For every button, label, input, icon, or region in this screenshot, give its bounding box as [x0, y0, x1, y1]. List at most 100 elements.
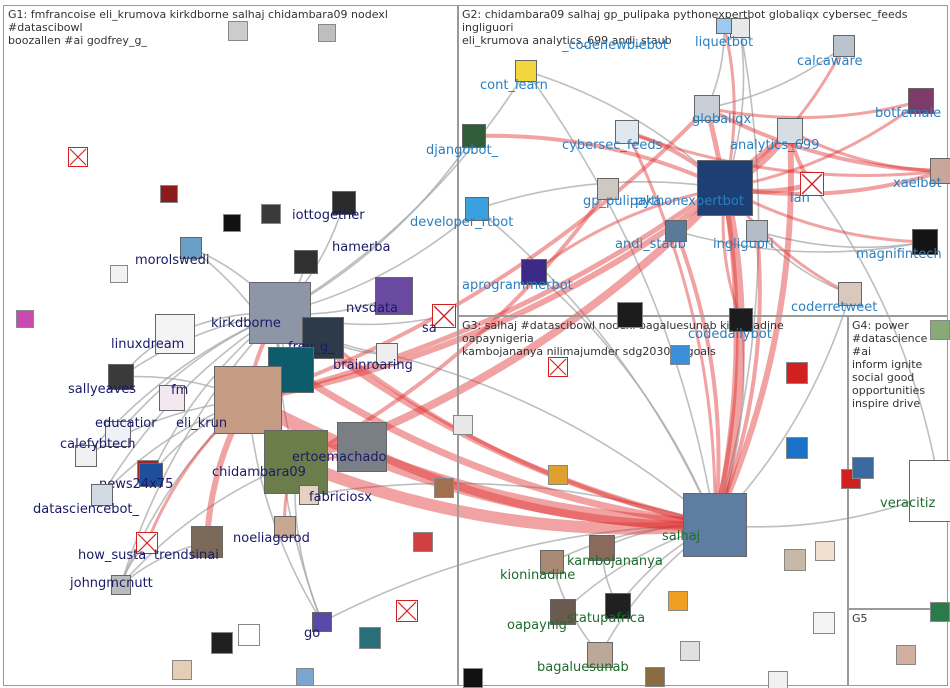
- unlabeled-node-24[interactable]: [852, 457, 874, 479]
- node-coderretweet[interactable]: [838, 282, 862, 306]
- unlabeled-node-22[interactable]: [786, 437, 808, 459]
- avatar-icon: [768, 671, 788, 688]
- unlabeled-node-20[interactable]: [617, 302, 643, 328]
- unlabeled-node-6[interactable]: [110, 265, 128, 283]
- node-analytics_699[interactable]: [777, 118, 803, 144]
- node-trendsinai[interactable]: [191, 526, 223, 558]
- node-pythonexpertbot[interactable]: [697, 160, 753, 216]
- node-hamerba[interactable]: [294, 250, 318, 274]
- unlabeled-node-15[interactable]: [238, 624, 260, 646]
- node-xaelbot[interactable]: [930, 158, 950, 184]
- unlabeled-node-31[interactable]: [930, 602, 950, 622]
- unlabeled-node-5[interactable]: [261, 204, 281, 224]
- avatar-icon: [587, 642, 613, 668]
- unlabeled-node-21[interactable]: [786, 362, 808, 384]
- unlabeled-node-19[interactable]: [670, 345, 690, 365]
- unlabeled-node-26[interactable]: [548, 465, 568, 485]
- avatar-icon: [665, 220, 687, 242]
- avatar-icon: [680, 641, 700, 661]
- avatar-icon: [214, 366, 282, 434]
- unlabeled-node-0[interactable]: [228, 21, 248, 41]
- node-aprogrammerbot[interactable]: [521, 259, 547, 285]
- unlabeled-node-32[interactable]: [896, 645, 916, 665]
- node-bagaluesunab[interactable]: [587, 642, 613, 668]
- node-calcaware[interactable]: [833, 35, 855, 57]
- node-go[interactable]: [312, 612, 332, 632]
- node-brainroaring[interactable]: [376, 343, 398, 365]
- node-kirkdborne[interactable]: [249, 282, 311, 344]
- node-magnifintech[interactable]: [912, 229, 938, 255]
- unlabeled-node-1[interactable]: [318, 24, 336, 42]
- unlabeled-node-16[interactable]: [172, 660, 192, 680]
- unlabeled-node-29[interactable]: [813, 612, 835, 634]
- node-fabriciosx[interactable]: [299, 485, 319, 505]
- node-ingliguori[interactable]: [746, 220, 768, 242]
- node-eli_krumova[interactable]: [214, 366, 282, 434]
- node-liquetbot[interactable]: [716, 18, 732, 34]
- avatar-icon: [550, 599, 576, 625]
- avatar-icon: [299, 485, 319, 505]
- unlabeled-node-33[interactable]: [645, 667, 665, 687]
- edge-andi_staub-magnifintech: [675, 230, 926, 253]
- node-lan[interactable]: [800, 172, 824, 196]
- node-developer_rtbot[interactable]: [465, 197, 489, 221]
- node-andi_staub[interactable]: [665, 220, 687, 242]
- node-gp_pulipaka[interactable]: [597, 178, 619, 200]
- avatar-icon: [605, 593, 631, 619]
- unlabeled-node-4[interactable]: [223, 214, 241, 232]
- unlabeled-node-28[interactable]: [784, 549, 806, 571]
- edge-salhaj-cont_learn: [525, 70, 716, 526]
- unlabeled-node-7[interactable]: [16, 310, 34, 328]
- avatar-icon: [930, 320, 950, 340]
- node-oapaynigeria[interactable]: [550, 599, 576, 625]
- node-education[interactable]: [105, 421, 131, 447]
- node-nvsdata[interactable]: [375, 277, 413, 315]
- node-salhaj[interactable]: [683, 493, 747, 557]
- edge-salhaj-ingliguori: [713, 229, 762, 527]
- node-fmfrancoise[interactable]: [159, 385, 185, 411]
- node-how_susta[interactable]: [136, 532, 158, 554]
- unlabeled-node-10[interactable]: [434, 478, 454, 498]
- unlabeled-node-35[interactable]: [768, 671, 788, 688]
- avatar-icon: [540, 550, 564, 574]
- node-cybersec_feeds[interactable]: [615, 120, 639, 144]
- unlabeled-node-25[interactable]: [930, 320, 950, 340]
- unlabeled-node-34[interactable]: [463, 668, 483, 688]
- node-datasciencebot[interactable]: [91, 484, 113, 506]
- unlabeled-node-30[interactable]: [815, 541, 835, 561]
- node-linuxdream[interactable]: [155, 314, 195, 354]
- unlabeled-node-9[interactable]: [453, 415, 473, 435]
- node-cont_learn[interactable]: [515, 60, 537, 82]
- unlabeled-node-27[interactable]: [668, 591, 688, 611]
- avatar-icon: [172, 660, 192, 680]
- unlabeled-node-18[interactable]: [548, 357, 568, 377]
- unlabeled-node-2[interactable]: [68, 147, 88, 167]
- node-veracitiz[interactable]: [909, 460, 950, 522]
- node-albertoemachado[interactable]: [337, 422, 387, 472]
- node-news24x75[interactable]: [139, 463, 163, 487]
- unlabeled-node-14[interactable]: [211, 632, 233, 654]
- avatar-icon: [318, 24, 336, 42]
- node-johngmcnutt[interactable]: [111, 575, 131, 595]
- node-calefybtech[interactable]: [75, 445, 97, 467]
- node-statupafrica[interactable]: [605, 593, 631, 619]
- node-kambojananya[interactable]: [589, 535, 615, 561]
- node-chidambara09[interactable]: [264, 430, 328, 494]
- node-globaliqx[interactable]: [694, 95, 720, 121]
- node-codedailybot[interactable]: [729, 308, 753, 332]
- unlabeled-node-12[interactable]: [396, 600, 418, 622]
- node-sallyeaves[interactable]: [108, 364, 134, 390]
- unlabeled-node-11[interactable]: [413, 532, 433, 552]
- unlabeled-node-13[interactable]: [359, 627, 381, 649]
- node-sa[interactable]: [432, 304, 456, 328]
- node-kioninadine[interactable]: [540, 550, 564, 574]
- unlabeled-node-36[interactable]: [680, 641, 700, 661]
- unlabeled-node-17[interactable]: [296, 668, 314, 686]
- node-djangobot[interactable]: [462, 124, 486, 148]
- node-botfemale[interactable]: [908, 88, 934, 114]
- unlabeled-node-3[interactable]: [160, 185, 178, 203]
- node-morolswedi[interactable]: [180, 237, 202, 259]
- node-codenewbiebot[interactable]: [730, 18, 750, 38]
- node-iottogether[interactable]: [332, 191, 356, 215]
- node-noeliagorod[interactable]: [274, 516, 296, 538]
